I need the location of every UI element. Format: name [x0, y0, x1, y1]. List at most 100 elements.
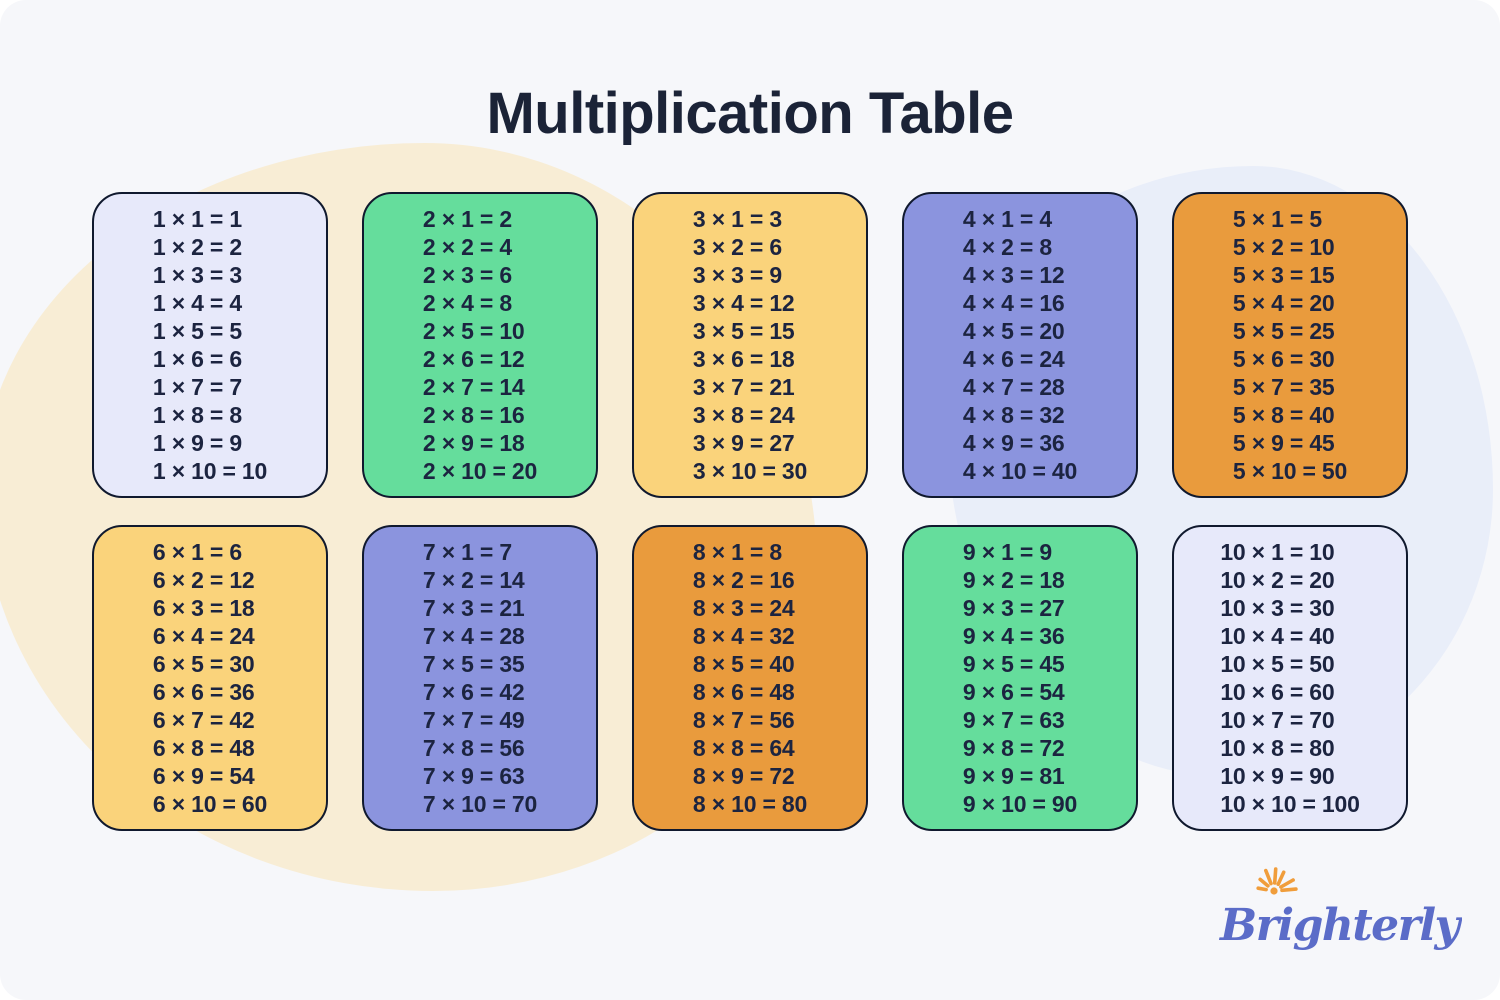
brighterly-logo-text: Brighterly	[1218, 900, 1462, 951]
equation: 9 × 7 = 63	[962, 707, 1065, 733]
equation: 8 × 7 = 56	[692, 707, 795, 733]
equation: 5 × 5 = 25	[1232, 318, 1335, 344]
equation: 7 × 6 = 42	[422, 679, 525, 705]
equation: 10 × 10 = 100	[1220, 791, 1360, 817]
equation: 1 × 5 = 5	[152, 318, 242, 344]
equation: 1 × 1 = 1	[152, 206, 242, 232]
equation: 9 × 1 = 9	[962, 539, 1052, 565]
equation: 3 × 3 = 9	[692, 262, 782, 288]
equation: 6 × 2 = 12	[152, 567, 255, 593]
equation: 5 × 8 = 40	[1232, 402, 1335, 428]
equation: 4 × 6 = 24	[962, 346, 1065, 372]
equation: 9 × 9 = 81	[962, 763, 1065, 789]
equation: 10 × 3 = 30	[1220, 595, 1335, 621]
equation: 9 × 5 = 45	[962, 651, 1065, 677]
equation: 7 × 8 = 56	[422, 735, 525, 761]
equation: 3 × 1 = 3	[692, 206, 782, 232]
equation: 3 × 9 = 27	[692, 430, 795, 456]
equation: 9 × 3 = 27	[962, 595, 1065, 621]
equation: 10 × 6 = 60	[1220, 679, 1335, 705]
equation: 4 × 2 = 8	[962, 234, 1052, 260]
equation: 5 × 4 = 20	[1232, 290, 1335, 316]
equation: 10 × 7 = 70	[1220, 707, 1335, 733]
equation: 6 × 5 = 30	[152, 651, 255, 677]
equation: 4 × 8 = 32	[962, 402, 1065, 428]
equation: 2 × 8 = 16	[422, 402, 525, 428]
equation: 7 × 2 = 14	[422, 567, 525, 593]
equation: 5 × 1 = 5	[1232, 206, 1322, 232]
equation: 2 × 4 = 8	[422, 290, 512, 316]
equation: 3 × 4 = 12	[692, 290, 795, 316]
equation: 5 × 2 = 10	[1232, 234, 1335, 260]
equation: 2 × 3 = 6	[422, 262, 512, 288]
equation: 3 × 8 = 24	[692, 402, 795, 428]
brighterly-logo: Brighterly	[1212, 844, 1462, 969]
equation: 8 × 6 = 48	[692, 679, 795, 705]
equation: 2 × 9 = 18	[422, 430, 525, 456]
equation: 6 × 8 = 48	[152, 735, 255, 761]
page-title: Multiplication Table	[486, 81, 1014, 146]
equation: 10 × 5 = 50	[1220, 651, 1335, 677]
equation: 5 × 10 = 50	[1232, 458, 1348, 484]
equation: 7 × 3 = 21	[422, 595, 525, 621]
equation: 7 × 10 = 70	[422, 791, 538, 817]
equation: 8 × 4 = 32	[692, 623, 795, 649]
equation: 2 × 6 = 12	[422, 346, 525, 372]
equation: 7 × 4 = 28	[422, 623, 525, 649]
equation: 9 × 10 = 90	[962, 791, 1078, 817]
equation: 8 × 5 = 40	[692, 651, 795, 677]
equation: 8 × 3 = 24	[692, 595, 795, 621]
equation: 4 × 9 = 36	[962, 430, 1065, 456]
equation: 1 × 4 = 4	[152, 290, 242, 316]
equation: 2 × 7 = 14	[422, 374, 525, 400]
equation: 4 × 3 = 12	[962, 262, 1065, 288]
equation: 3 × 7 = 21	[692, 374, 795, 400]
equation: 8 × 1 = 8	[692, 539, 782, 565]
equation: 1 × 2 = 2	[152, 234, 242, 260]
equation: 1 × 10 = 10	[152, 458, 268, 484]
equation: 5 × 6 = 30	[1232, 346, 1335, 372]
equation: 10 × 2 = 20	[1220, 567, 1335, 593]
equation: 1 × 3 = 3	[152, 262, 242, 288]
equation: 5 × 9 = 45	[1232, 430, 1335, 456]
equation: 4 × 4 = 16	[962, 290, 1065, 316]
equation: 6 × 4 = 24	[152, 623, 255, 649]
equation: 2 × 5 = 10	[422, 318, 525, 344]
equation: 2 × 2 = 4	[422, 234, 512, 260]
equation: 10 × 9 = 90	[1220, 763, 1335, 789]
equation: 10 × 1 = 10	[1220, 539, 1335, 565]
equation: 5 × 7 = 35	[1232, 374, 1335, 400]
equation: 1 × 8 = 8	[152, 402, 242, 428]
equation: 3 × 2 = 6	[692, 234, 782, 260]
equation: 3 × 5 = 15	[692, 318, 795, 344]
equation: 6 × 1 = 6	[152, 539, 242, 565]
equation: 2 × 10 = 20	[422, 458, 538, 484]
equation: 10 × 8 = 80	[1220, 735, 1335, 761]
equation: 4 × 10 = 40	[962, 458, 1078, 484]
equation: 6 × 7 = 42	[152, 707, 255, 733]
equation: 1 × 6 = 6	[152, 346, 242, 372]
equation: 8 × 2 = 16	[692, 567, 795, 593]
equation: 8 × 8 = 64	[692, 735, 795, 761]
equation: 7 × 7 = 49	[422, 707, 525, 733]
equation: 5 × 3 = 15	[1232, 262, 1335, 288]
equation: 9 × 2 = 18	[962, 567, 1065, 593]
brighterly-logo-graphic: Brighterly	[1218, 867, 1462, 951]
